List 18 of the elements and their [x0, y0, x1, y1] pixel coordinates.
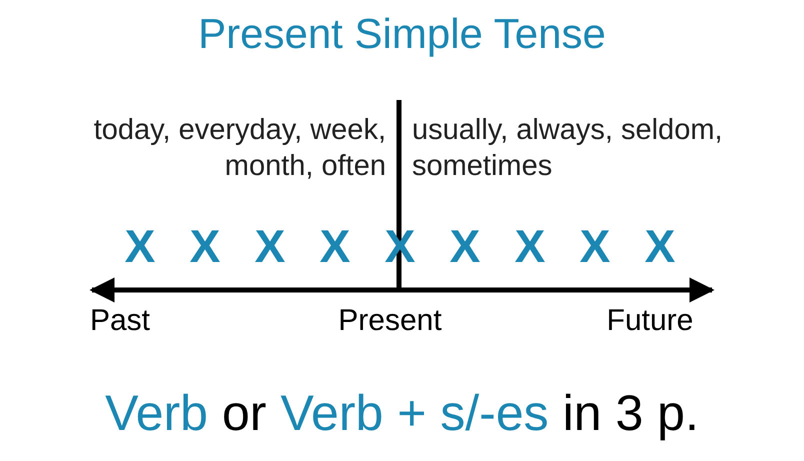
- timeline-label: Past: [88, 303, 152, 339]
- x-mark: X: [318, 219, 352, 274]
- verb-form: Verb + s/-es: [280, 384, 549, 443]
- connecting-word: in 3 p.: [562, 384, 699, 443]
- x-mark: X: [448, 219, 482, 274]
- x-mark: X: [644, 219, 676, 274]
- timeline-label: Present: [337, 303, 443, 339]
- frequency-words: usually, always, seldom, sometimes: [412, 113, 724, 184]
- title: Present Simple Tense: [197, 9, 607, 59]
- x-mark: X: [188, 219, 222, 274]
- time-words: today, everyday, week, month, often: [92, 113, 386, 184]
- connecting-word: or: [222, 384, 266, 443]
- x-mark: X: [124, 219, 156, 274]
- verb-form: Verb: [105, 384, 208, 443]
- timeline-label: Future: [606, 303, 694, 339]
- x-mark: X: [578, 219, 612, 274]
- x-mark: X: [254, 219, 286, 274]
- x-mark: X: [514, 219, 546, 274]
